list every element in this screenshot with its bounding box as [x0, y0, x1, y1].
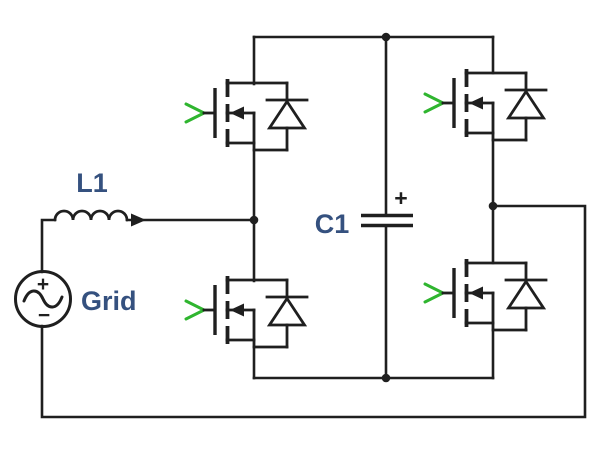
mosfet-bottom-right-icon — [423, 257, 548, 332]
wiring — [40, 35, 587, 419]
junction-dot — [381, 32, 391, 42]
junction-dot — [381, 373, 391, 383]
mosfet-top-right-icon — [423, 67, 548, 142]
source-to-inductor-wire — [40, 218, 57, 274]
mosfet-bottom-left-icon — [184, 274, 309, 349]
ac-source-circle-icon — [14, 270, 72, 328]
source-label: Grid — [81, 286, 137, 316]
mosfet-top-left-icon — [184, 77, 309, 152]
junction-dots — [249, 32, 498, 383]
sine-wave-icon — [22, 289, 64, 309]
inductor-l1: L1 — [53, 168, 146, 227]
inductor-coil-icon — [53, 209, 129, 222]
grid-source: + − Grid — [14, 270, 137, 328]
junction-dot — [249, 215, 259, 225]
inductor-label: L1 — [76, 168, 108, 198]
source-plus-sign: + — [37, 273, 49, 296]
capacitor-plus-sign: + — [394, 185, 407, 211]
capacitor-label: C1 — [315, 209, 350, 239]
return-wire — [40, 204, 587, 419]
junction-dot — [488, 201, 498, 211]
current-arrow-icon — [131, 213, 146, 227]
source-minus-sign: − — [38, 304, 50, 327]
dc-link-capacitor: + C1 — [315, 185, 413, 239]
